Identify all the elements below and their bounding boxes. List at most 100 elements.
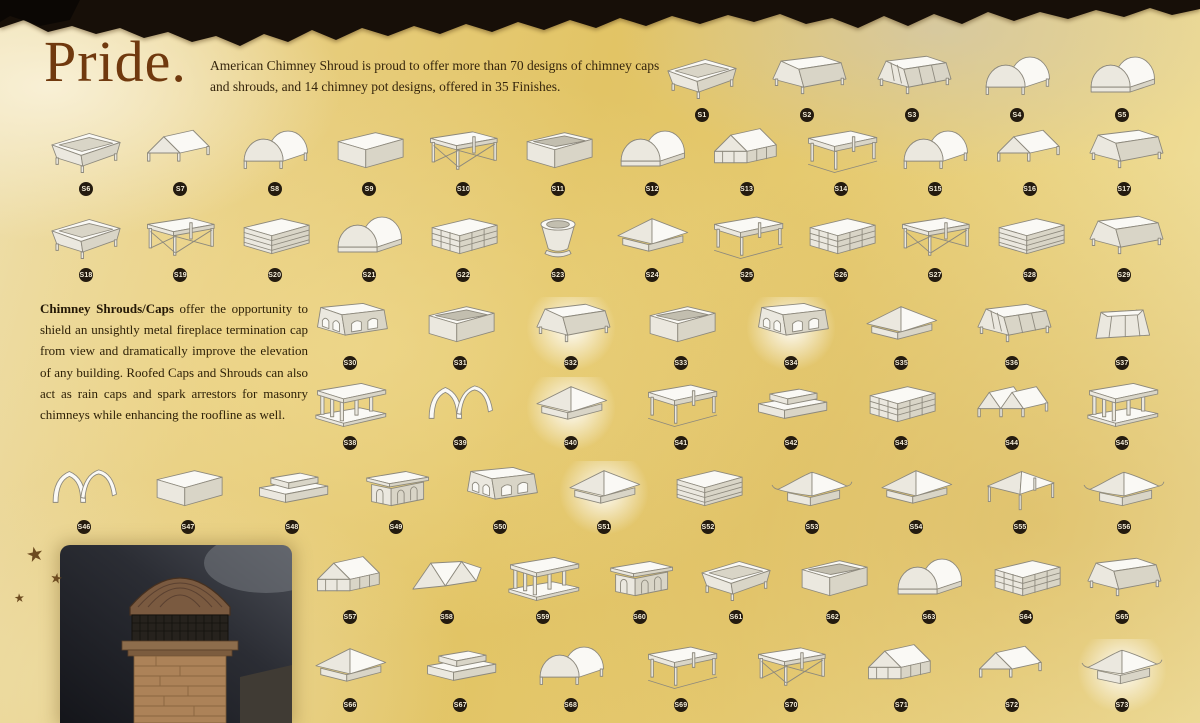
shroud-item-S63: S63	[885, 551, 973, 624]
shroud-item-S22: S22	[419, 209, 507, 282]
item-badge: S40	[563, 436, 578, 450]
item-badge: S50	[493, 520, 507, 534]
item-badge: S57	[343, 610, 357, 624]
shroud-item-S27: S27	[891, 209, 979, 282]
shroud-item-S62: S62	[789, 551, 877, 624]
shroud-illustration-skirt-icon	[535, 303, 611, 343]
item-badge: S28	[1022, 268, 1037, 282]
shroud-item-S50: S50	[456, 461, 544, 534]
shroud-illustration-tray-icon	[701, 561, 771, 601]
item-badge: S44	[1004, 436, 1019, 450]
item-badge: S20	[267, 268, 282, 282]
shroud-item-S17: S17	[1080, 123, 1168, 196]
shroud-item-S39: S39	[416, 377, 504, 450]
item-badge: S5	[1115, 108, 1129, 122]
shroud-item-S54: S54	[872, 461, 960, 534]
shroud-item-S23: S23	[514, 209, 602, 282]
shroud-illustration-hip-icon	[315, 648, 387, 682]
shroud-illustration-hip-icon	[535, 386, 607, 420]
shroud-illustration-gableopen-icon	[996, 129, 1060, 162]
shroud-item-S69: S69	[637, 639, 725, 712]
item-badge: S27	[928, 268, 943, 282]
shroud-item-S8: S8	[231, 123, 319, 196]
shroud-illustration-tent-icon	[987, 471, 1055, 511]
shroud-item-S10: S10	[419, 123, 507, 196]
shroud-illustration-tiered-icon	[259, 472, 329, 503]
shroud-illustration-barrelopen-icon	[985, 56, 1050, 95]
shroud-item-S34: S34	[747, 297, 836, 370]
shroud-item-S48: S48	[248, 461, 336, 534]
shroud-illustration-skirt-icon	[1089, 129, 1164, 169]
shroud-illustration-louverbox-icon	[676, 470, 743, 507]
item-badge: S3	[905, 108, 919, 122]
shroud-item-S25: S25	[703, 209, 791, 282]
item-badge: S61	[729, 610, 743, 624]
shroud-item-S33: S33	[637, 297, 725, 370]
item-badge: S25	[739, 268, 754, 282]
shroud-item-S57: S57	[306, 551, 394, 624]
item-badge: S35	[894, 356, 909, 370]
shroud-item-S32: S32	[526, 297, 615, 370]
shroud-item-S58: S58	[403, 551, 491, 624]
item-badge: S38	[343, 436, 357, 450]
shroud-illustration-arcade-icon	[317, 302, 388, 336]
item-badge: S16	[1022, 182, 1037, 196]
body-text: offer the opportunity to shield an unsig…	[40, 301, 308, 422]
item-badge: S72	[1004, 698, 1019, 712]
shroud-item-S12: S12	[608, 123, 696, 196]
shroud-item-S43: S43	[857, 377, 945, 450]
shroud-illustration-gothic-icon	[52, 469, 117, 503]
item-badge: S59	[536, 610, 550, 624]
shroud-item-S61: S61	[692, 551, 780, 624]
shroud-item-S36: S36	[968, 297, 1056, 370]
shroud-item-S2: S2	[763, 49, 851, 122]
shroud-item-S66: S66	[306, 639, 394, 712]
shroud-illustration-gothic-icon	[428, 385, 494, 419]
shroud-illustration-skirt-icon	[772, 55, 847, 95]
shroud-illustration-gablepanel-icon	[713, 128, 777, 164]
item-badge: S51	[597, 520, 611, 534]
shroud-item-S56: S56	[1080, 461, 1168, 534]
shroud-illustration-barrel-icon	[337, 216, 403, 253]
shroud-illustration-xtable-icon	[430, 131, 499, 170]
item-badge: S15	[928, 182, 943, 196]
shroud-item-S35: S35	[857, 297, 945, 370]
shroud-item-S40: S40	[526, 377, 615, 450]
star-decoration-icon: ★	[23, 540, 47, 568]
item-badge: S63	[922, 610, 936, 624]
shroud-item-S26: S26	[797, 209, 885, 282]
shroud-illustration-pagoda-icon	[1081, 649, 1163, 685]
item-badge: S22	[456, 268, 471, 282]
shroud-item-S3: S3	[868, 49, 956, 122]
shroud-item-S52: S52	[664, 461, 752, 534]
shroud-illustration-openbox-icon	[428, 306, 495, 343]
item-badge: S21	[362, 268, 377, 282]
shroud-illustration-gablepanel-icon	[868, 644, 932, 680]
item-badge: S1	[695, 108, 709, 122]
item-badge: S13	[739, 182, 754, 196]
shroud-illustration-openbox-icon	[649, 306, 716, 343]
shroud-illustration-pavilion-icon	[713, 216, 783, 259]
shroud-illustration-columns-icon	[315, 382, 387, 427]
item-badge: S49	[389, 520, 403, 534]
shroud-illustration-pagoda-icon	[1083, 471, 1165, 507]
item-badge: S37	[1114, 356, 1129, 370]
item-badge: S53	[805, 520, 819, 534]
shroud-illustration-openbox-icon	[801, 560, 868, 597]
item-badge: S2	[800, 108, 814, 122]
item-badge: S48	[285, 520, 299, 534]
item-badge: S4	[1010, 108, 1024, 122]
item-badge: S29	[1116, 268, 1131, 282]
shroud-illustration-potround-icon	[540, 218, 576, 258]
shroud-item-S24: S24	[608, 209, 696, 282]
shroud-illustration-louverbox-icon	[998, 218, 1065, 255]
shroud-illustration-hip-icon	[617, 218, 689, 252]
item-badge: S18	[79, 268, 93, 282]
shroud-illustration-latticebox-icon	[994, 560, 1061, 597]
shroud-item-S18: S18	[42, 209, 130, 282]
shroud-illustration-columns-icon	[508, 556, 580, 601]
shroud-illustration-cupola-icon	[609, 561, 673, 597]
